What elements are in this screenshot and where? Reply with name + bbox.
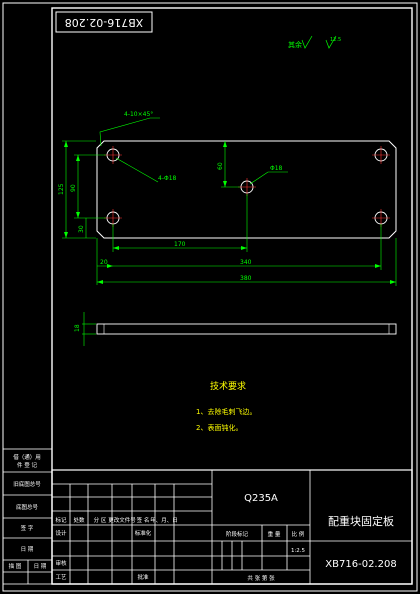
dimension-lines	[62, 117, 397, 286]
weight-label: 重 量	[268, 530, 281, 538]
dim-w-170: 170	[174, 241, 186, 248]
dim-w-380: 380	[240, 275, 252, 282]
hdr-count: 处数	[73, 516, 85, 524]
top-drawing-number-box: XB716-02.208	[55, 11, 153, 33]
top-drawing-number: XB716-02.208	[65, 16, 144, 29]
surface-note-text: 其余	[288, 40, 302, 49]
dim-chamfer: 4-10×45°	[124, 111, 153, 118]
strip-row-2: 旧底图总号	[13, 480, 41, 488]
strip-row-4: 签 字	[21, 524, 34, 532]
tech-line-1: 1、去除毛刺飞边。	[196, 407, 256, 416]
strip-row-5: 日 期	[21, 546, 34, 553]
hdr-change-doc: 更改文件号	[108, 516, 136, 524]
plate-top-view	[96, 140, 397, 239]
dim-w-20: 20	[100, 259, 108, 266]
dimension-arrows	[64, 141, 396, 284]
strip-row-1a: 借（通）用	[13, 453, 41, 461]
scale-value: 1:2.5	[291, 548, 306, 554]
dim-depth-60: 60	[217, 162, 224, 170]
dimension-texts: 4-10×45° 4-Φ18 Φ18 125 90 30 60 170 20 3…	[58, 111, 283, 332]
strip-bottom-b: 日 期	[34, 563, 47, 570]
part-name: 配重块固定板	[328, 514, 394, 528]
title-block: 标记 处数 分 区 更改文件号 签 名 年、月、日 设计 标准化 审核 工艺 批…	[51, 469, 413, 585]
technical-requirements: 技术要求 1、去除毛刺飞边。 2、表面钝化。	[196, 380, 256, 432]
left-revision-strip: 借（通）用 件 登 记 旧底图总号 底图总号 签 字 日 期 描 图 日 期	[2, 448, 53, 585]
roughness-value: 12.5	[330, 37, 341, 43]
dim-h-total: 125	[58, 183, 65, 195]
dim-h-lower: 30	[78, 225, 85, 233]
hdr-mark: 标记	[55, 516, 67, 524]
surface-roughness-note: 其余 12.5	[288, 35, 341, 49]
hdr-sign: 签 名	[137, 516, 150, 524]
hdr-zone: 分 区	[94, 516, 107, 524]
role-design: 设计	[55, 529, 67, 537]
dim-hole-4x: 4-Φ18	[158, 175, 177, 182]
strip-row-1b: 件 登 记	[17, 461, 37, 469]
role-standard: 标准化	[135, 529, 152, 537]
roughness-symbol-icon-2	[325, 35, 337, 49]
dim-hole-center: Φ18	[270, 165, 283, 172]
roughness-symbol-icon	[301, 35, 313, 49]
dim-w-340: 340	[240, 259, 252, 266]
role-approve: 批准	[137, 573, 149, 581]
strip-bottom-a: 描 图	[9, 562, 22, 570]
plate-outline	[96, 140, 397, 239]
center-marks	[104, 146, 390, 227]
plate-side-view	[82, 312, 397, 346]
material: Q235A	[244, 493, 278, 504]
role-check: 审核	[55, 559, 67, 567]
stage-mark: 阶段标记	[226, 530, 249, 538]
inner-frame	[51, 7, 413, 585]
hdr-date: 年、月、日	[150, 516, 178, 524]
strip-row-3: 底图总号	[16, 503, 39, 511]
drawing-number: XB716-02.208	[325, 559, 396, 570]
role-process: 工艺	[55, 574, 67, 581]
tech-line-2: 2、表面钝化。	[196, 423, 242, 432]
tech-title: 技术要求	[210, 380, 246, 392]
dim-h-middle: 90	[70, 184, 77, 192]
sheet-count: 共 张 第 张	[247, 574, 275, 582]
dim-thick: 18	[74, 324, 81, 332]
ratio-label: 比 例	[292, 530, 305, 538]
